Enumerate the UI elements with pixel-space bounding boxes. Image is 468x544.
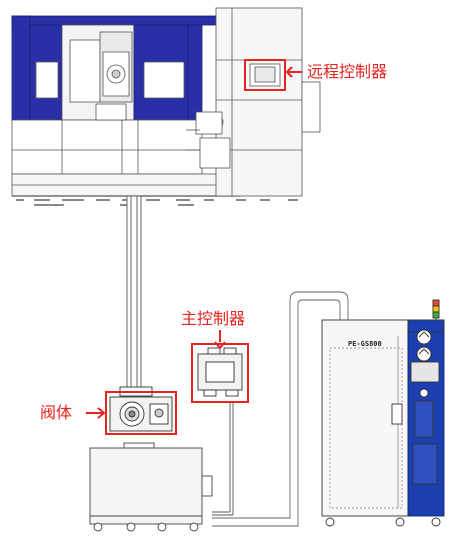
scrubber-cabinet [321,299,445,527]
cabinet-model-label: PE-GS800 [348,340,382,348]
pump-box [89,442,213,532]
tool-footer-marks [16,199,298,206]
main-controller [197,347,243,516]
callout-main-controller [191,330,249,403]
tower-unit [186,7,321,197]
remote-controller-label: 远程控制器 [307,62,388,81]
main-controller-label: 主控制器 [181,309,246,328]
callout-remote-controller [244,59,302,91]
exhaust-pipe [212,291,349,527]
valve-body-label: 阀体 [40,403,73,422]
process-tool [11,15,241,197]
callout-valve-body [86,391,177,435]
valve-body [109,386,173,432]
vertical-pipe [126,195,142,393]
